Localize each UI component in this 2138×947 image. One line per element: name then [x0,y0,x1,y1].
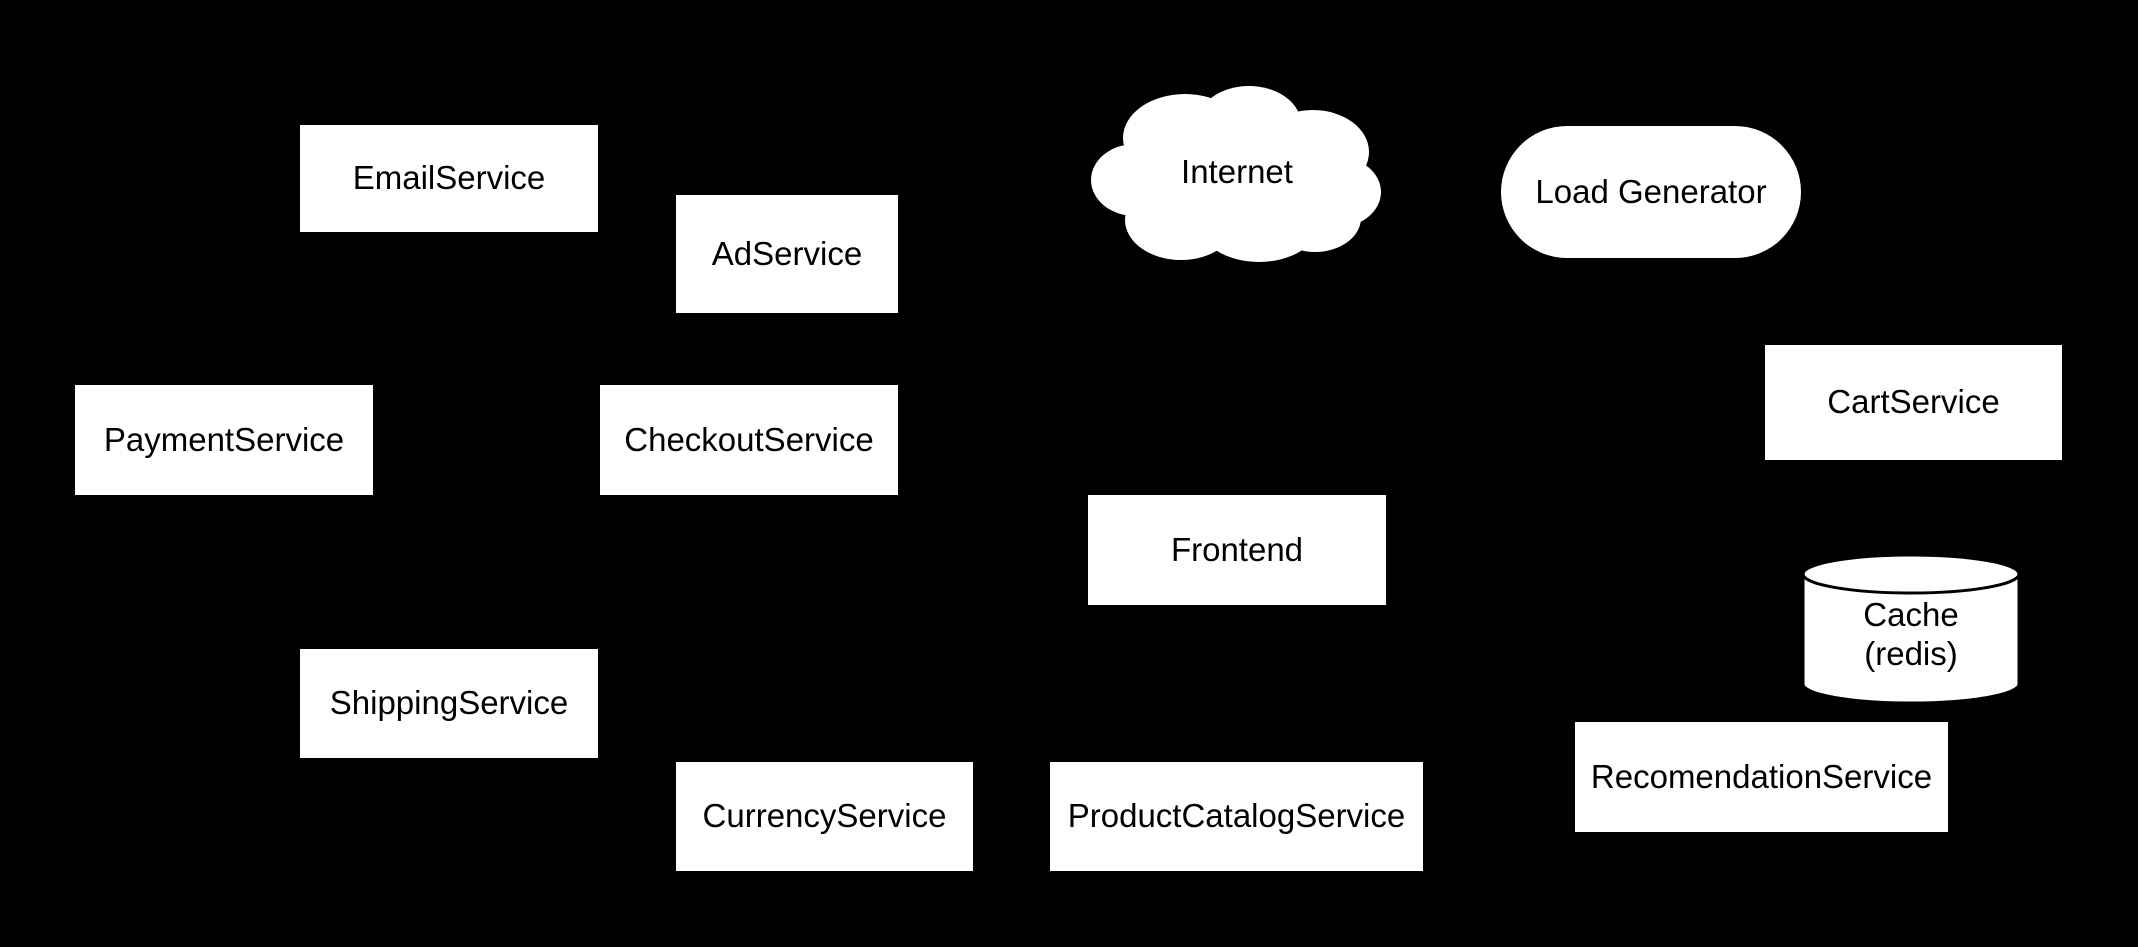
node-label-checkout-service: CheckoutService [624,420,874,458]
node-ad-service[interactable]: AdService [676,195,898,313]
cylinder-database-shape-icon [1801,553,2021,705]
node-label-cache-redis: Cache (redis) [1863,596,1959,672]
node-label-shipping-service: ShippingService [329,684,569,722]
node-label-product-catalog-service: ProductCatalogService [1067,797,1406,835]
node-currency-service[interactable]: CurrencyService [676,762,973,871]
node-label-currency-service: CurrencyService [702,797,947,835]
node-payment-service[interactable]: PaymentService [75,385,373,495]
node-email-service[interactable]: EmailService [300,125,598,232]
node-cache-redis[interactable]: Cache (redis) [1800,553,2022,705]
node-label-payment-service: PaymentService [103,420,345,458]
node-checkout-service[interactable]: CheckoutService [600,385,898,495]
node-label-internet: Internet [1181,152,1293,190]
node-product-catalog-service[interactable]: ProductCatalogService [1050,762,1423,871]
node-recomendation-service[interactable]: RecomendationService [1575,722,1948,832]
node-label-frontend: Frontend [1170,530,1304,568]
node-label-recomendation-service: RecomendationService [1590,757,1933,795]
node-internet[interactable]: Internet [1089,80,1385,264]
node-label-load-generator: Load Generator [1535,172,1767,210]
node-label-email-service: EmailService [352,159,546,197]
node-label-cart-service: CartService [1827,383,2000,421]
node-load-generator[interactable]: Load Generator [1501,126,1801,258]
node-cart-service[interactable]: CartService [1765,345,2062,460]
node-frontend[interactable]: Frontend [1088,495,1386,605]
node-label-ad-service: AdService [711,234,863,272]
node-shipping-service[interactable]: ShippingService [300,649,598,758]
cloud-shape-icon [1091,86,1381,262]
